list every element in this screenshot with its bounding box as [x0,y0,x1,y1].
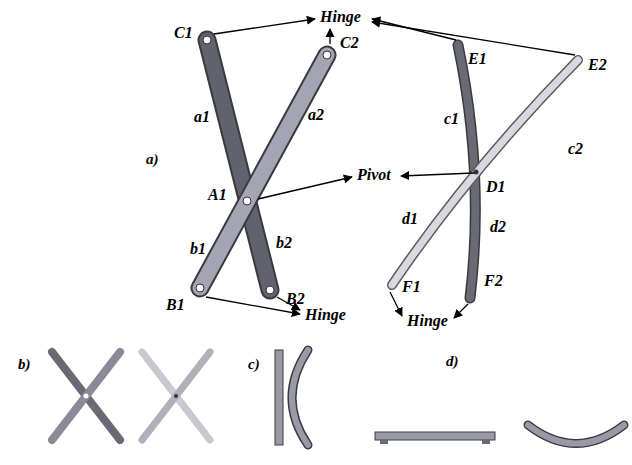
part-label: c1 [444,110,459,128]
part-label: E1 [468,50,487,68]
part-label: E2 [588,56,607,74]
part-label: c2 [568,140,583,158]
part-label: C2 [340,34,359,52]
part-label: a1 [194,108,210,126]
part-label: D1 [486,178,506,196]
part-label: B1 [166,296,185,314]
panel-label: b) [18,355,31,373]
panel-label: d) [446,352,459,370]
part-label: F2 [484,272,503,290]
hinge-label: Hinge [407,312,448,330]
side-view [275,350,308,445]
hinge-label: Hinge [305,306,346,324]
leader-arrow [206,19,575,318]
panel-label: a) [146,150,159,168]
part-label: d1 [402,210,418,228]
part-label: C1 [174,24,193,42]
front-view [375,425,624,444]
part-label: b2 [276,234,292,252]
part-label: d2 [490,218,506,236]
pivot-label: Pivot [357,166,391,184]
part-label: B2 [286,290,305,308]
part-label: b1 [190,240,206,258]
hinge-label: Hinge [320,8,361,26]
part-label: a2 [308,106,324,124]
top-view [52,352,210,440]
straight-bar [196,51,331,292]
panel-label: c) [248,355,260,373]
part-label: A1 [208,186,227,204]
part-label: F1 [402,278,421,296]
curved-bar [392,60,578,285]
